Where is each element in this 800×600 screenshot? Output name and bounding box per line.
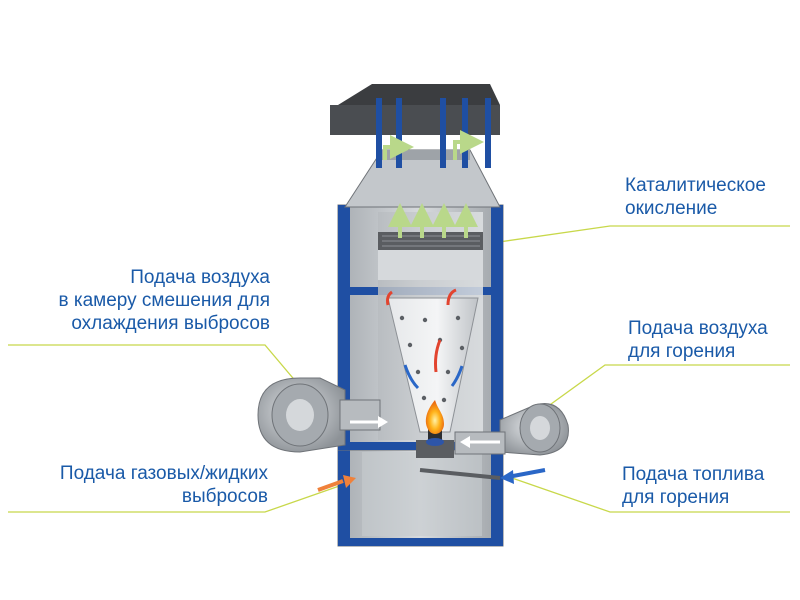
label-catalytic-oxidation: Каталитическое окисление xyxy=(625,174,766,220)
leader-line-catalytic xyxy=(484,225,790,245)
label-air-combustion-line2: для горения xyxy=(628,341,736,362)
leader-line-air-combustion xyxy=(539,364,790,413)
label-air-combustion: Подача воздуха для горения xyxy=(628,317,768,363)
burner-flame-icon xyxy=(416,400,454,458)
label-fuel-supply: Подача топлива для горения xyxy=(622,463,764,509)
exhaust-hood xyxy=(330,84,501,208)
blower-fan-icon-left xyxy=(257,377,388,453)
mixing-cone xyxy=(386,288,479,433)
label-air-mixing: Подача воздуха в камеру смешения для охл… xyxy=(58,266,270,335)
label-gas-supply-line2: выбросов xyxy=(181,486,268,507)
label-gas-supply-line1: Подача газовых/жидких xyxy=(59,463,268,484)
label-catalytic-line1: Каталитическое xyxy=(625,175,766,196)
leader-line-fuel-supply xyxy=(511,477,790,513)
label-air-combustion-line1: Подача воздуха xyxy=(628,318,768,339)
lower-housing xyxy=(337,447,504,547)
label-air-mixing-line2: в камеру смешения для xyxy=(58,290,270,311)
label-fuel-supply-line1: Подача топлива xyxy=(622,464,765,485)
fuel-supply-arrow-icon xyxy=(419,468,546,484)
gas-supply-arrow-icon xyxy=(317,475,356,492)
label-air-mixing-line1: Подача воздуха xyxy=(130,267,270,288)
label-fuel-supply-line2: для горения xyxy=(622,487,730,508)
catalyst-bed xyxy=(378,232,483,280)
label-gas-supply: Подача газовых/жидких выбросов xyxy=(60,462,268,508)
label-catalytic-line2: окисление xyxy=(625,198,718,219)
leader-line-gas-supply xyxy=(8,483,346,513)
leader-line-air-mixing xyxy=(8,344,304,391)
blower-fan-icon-right xyxy=(454,403,569,456)
leader-lines xyxy=(8,225,790,513)
label-air-mixing-line3: охлаждения выбросов xyxy=(71,313,270,334)
flow-arrows-up xyxy=(383,130,484,238)
